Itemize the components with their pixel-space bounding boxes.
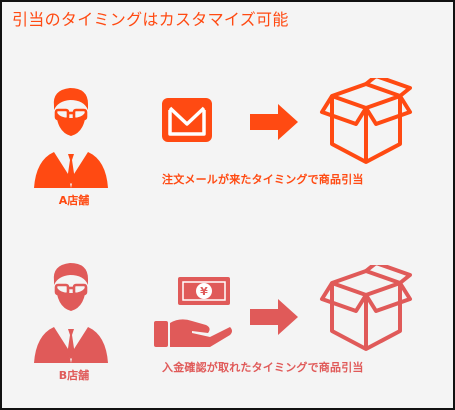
arrow-right-icon [250,299,298,335]
money-in-hand-icon: ¥ [154,277,232,347]
store-b-caption: 入金確認が取れたタイミングで商品引当 [162,361,364,374]
hand-icon [154,319,232,347]
store-a-caption: 注文メールが来たタイミングで商品引当 [162,173,364,186]
salesperson-icon [34,88,108,188]
store-b-label: B店舗 [58,369,90,382]
store-a-row: A店舗 注文メールが来たタイミングで商品引当 [2,72,453,222]
box-icon [320,78,412,164]
store-a-label: A店舗 [58,194,90,207]
arrow-right-icon [250,104,298,140]
store-b-row: B店舗 ¥ [2,247,453,397]
salesperson-icon [34,263,108,363]
box-icon [320,265,412,351]
currency-symbol: ¥ [200,285,208,298]
diagram-title: 引当のタイミングはカスタマイズ可能 [12,10,289,29]
banknote-icon: ¥ [178,277,230,305]
envelope-icon [162,98,212,142]
